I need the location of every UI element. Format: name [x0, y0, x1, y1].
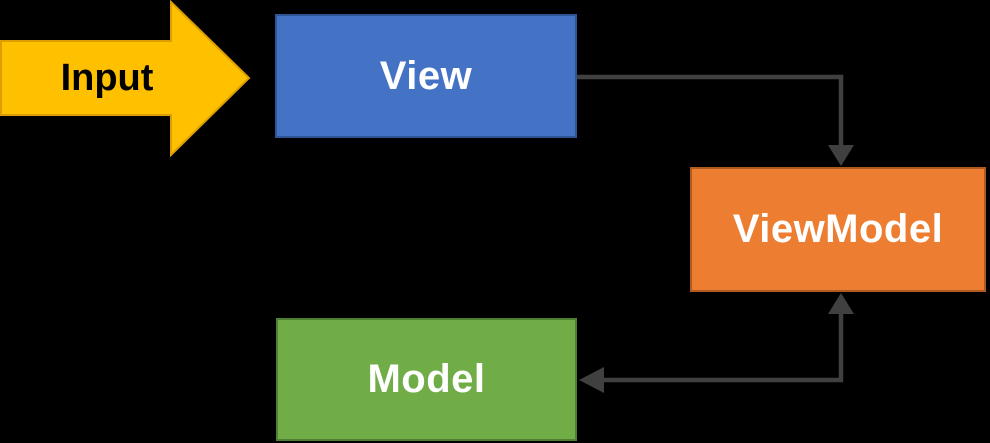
node-viewmodel-label: ViewModel: [732, 207, 944, 251]
node-view: View: [275, 14, 577, 138]
input-arrow: Input: [0, 0, 252, 158]
view-to-viewmodel-connector-line: [577, 74, 844, 146]
viewmodel-to-model-connector-line: [604, 313, 844, 383]
arrowhead-into-viewmodel-bottom-icon: [828, 293, 854, 314]
input-arrow-polygon: [0, 0, 251, 158]
input-arrow-shape: [0, 0, 251, 158]
arrowhead-into-model-icon: [579, 367, 604, 393]
node-viewmodel: ViewModel: [690, 167, 986, 292]
arrowhead-into-viewmodel-top-icon: [828, 145, 854, 166]
node-view-label: View: [379, 53, 473, 98]
input-arrow-label: Input: [60, 56, 154, 99]
node-model-label: Model: [367, 357, 486, 401]
node-model: Model: [276, 318, 577, 441]
